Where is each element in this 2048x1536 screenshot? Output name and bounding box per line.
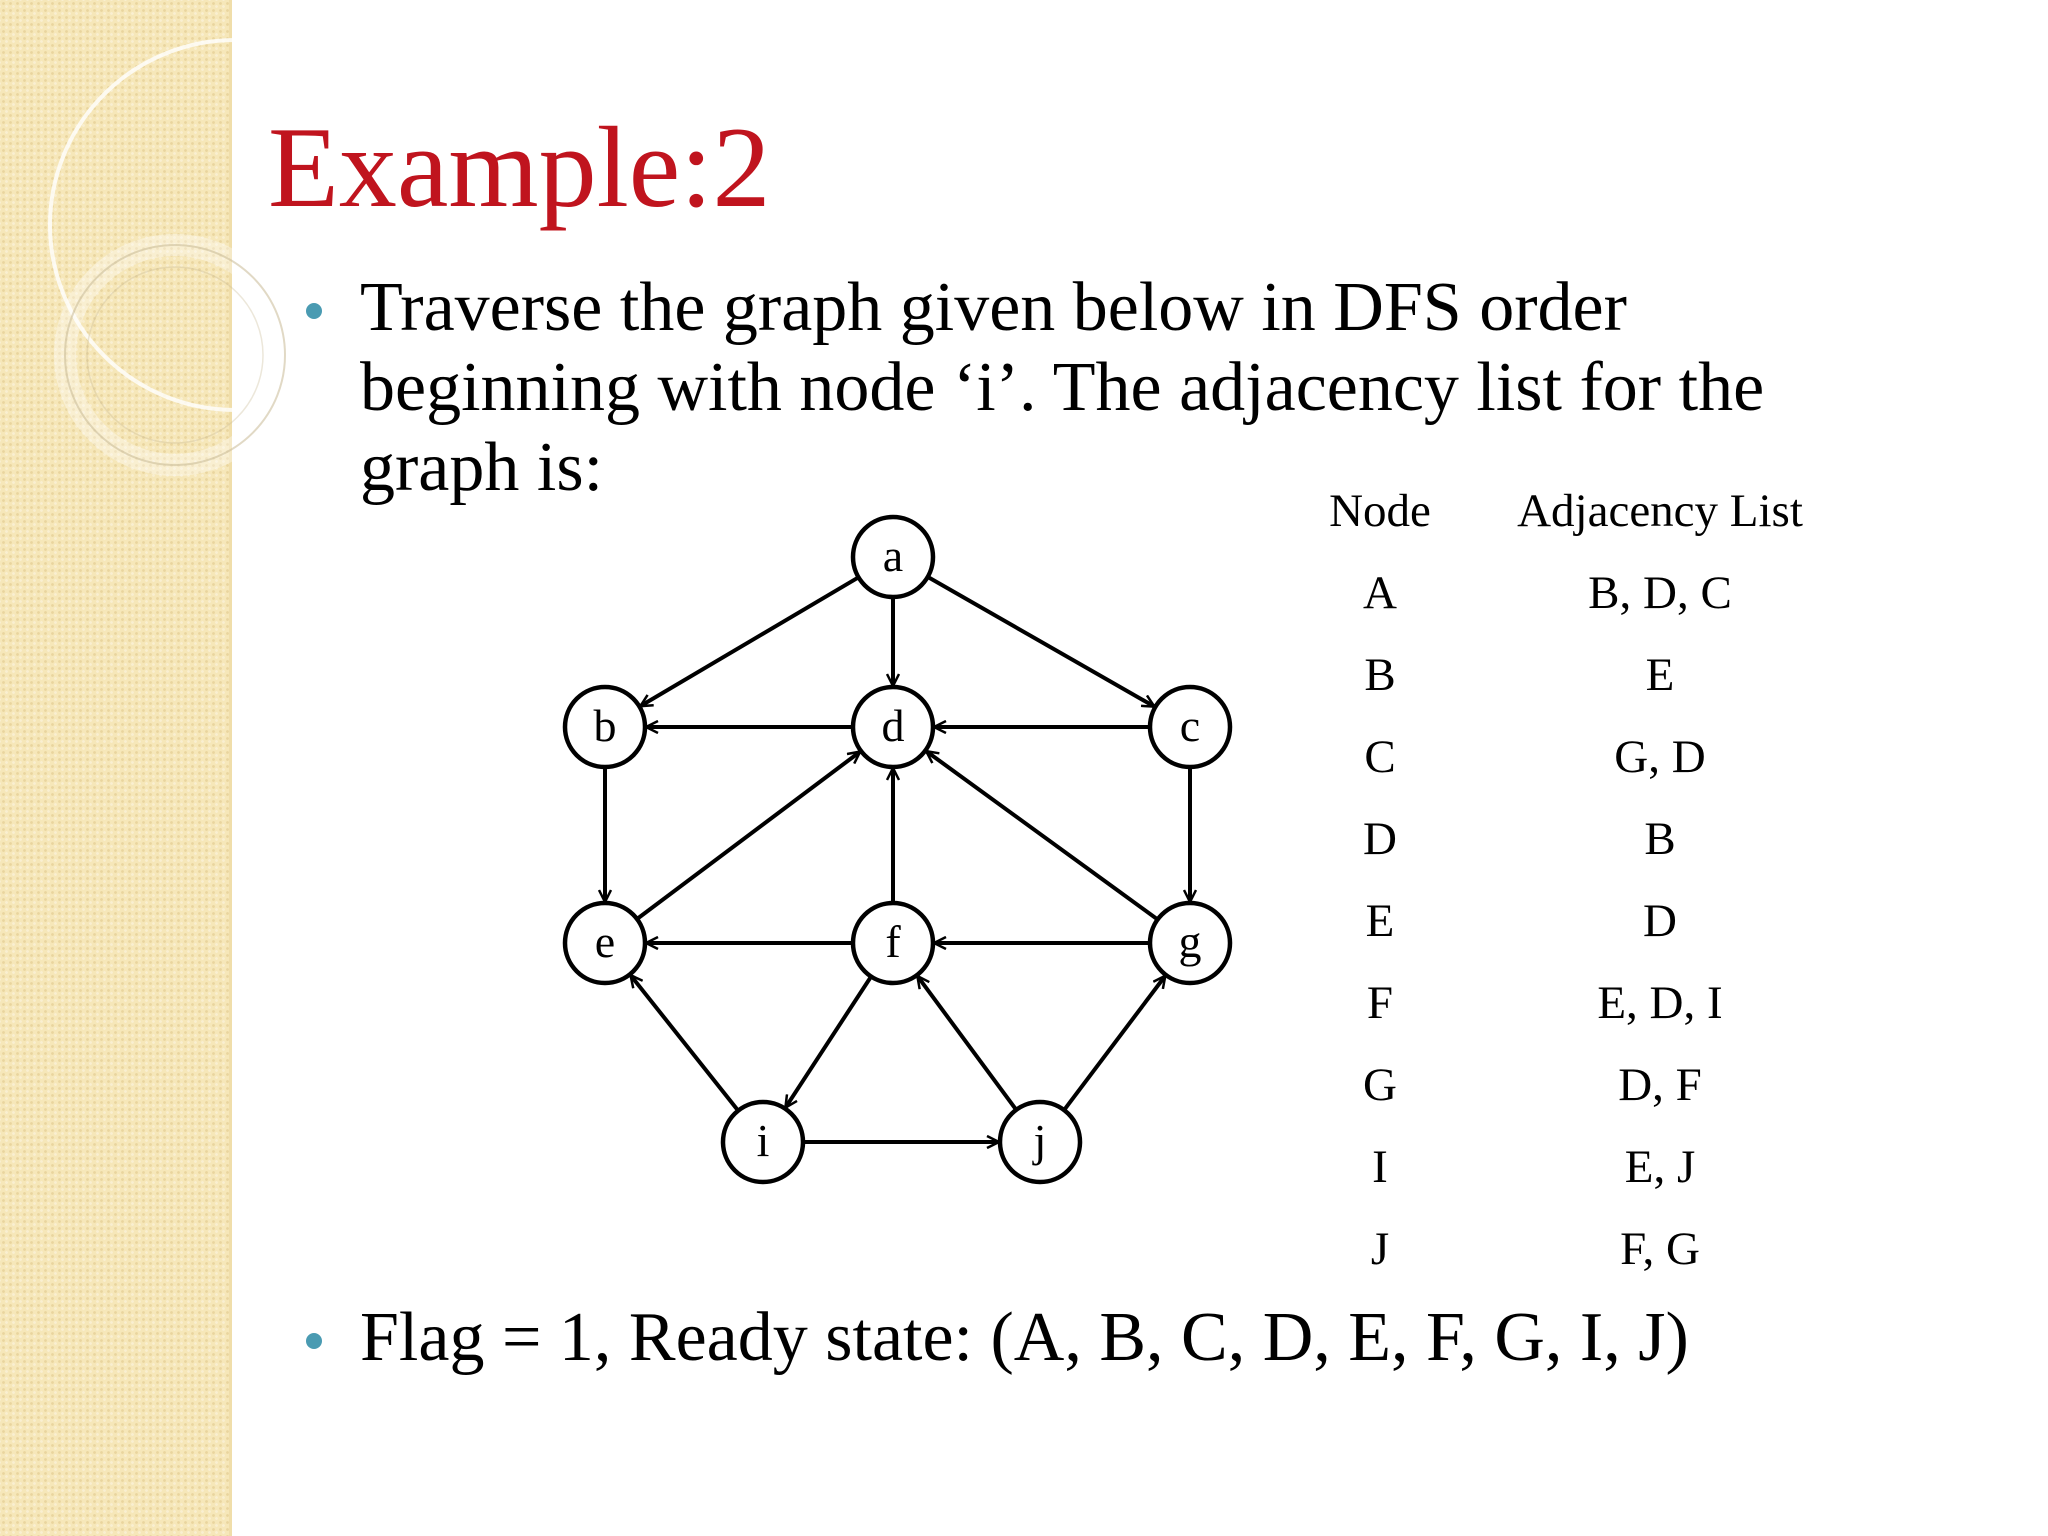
table-row: I E, J [1300,1126,1860,1208]
adjacency-cell: D [1460,880,1860,962]
edge-e-d [637,752,860,919]
adjacency-cell: E, J [1460,1126,1860,1208]
edge-a-b [640,577,858,706]
node-label: g [1179,916,1202,967]
directed-graph: a b c d e f g i j [0,0,1300,1250]
adjacency-cell: B, D, C [1460,552,1860,634]
table-header-row: Node Adjacency List [1300,470,1860,552]
bullet-dot [306,1333,322,1349]
bullet-text-line: Flag = 1, Ready state: (A, B, C, D, E, F… [360,1298,1689,1378]
table-row: G D, F [1300,1044,1860,1126]
graph-node-c: c [1150,687,1230,767]
adjacency-cell: E, D, I [1460,962,1860,1044]
adjacency-cell: E [1460,634,1860,716]
edge-a-c [928,577,1155,707]
node-cell: J [1300,1208,1460,1290]
header-node: Node [1300,470,1460,552]
graph-node-i: i [723,1102,803,1182]
table-row: D B [1300,798,1860,880]
node-label: f [885,916,901,967]
node-cell: B [1300,634,1460,716]
node-cell: C [1300,716,1460,798]
node-cell: D [1300,798,1460,880]
edge-j-g [1064,976,1165,1110]
table-row: B E [1300,634,1860,716]
node-label: c [1180,700,1200,751]
header-adjacency-list: Adjacency List [1460,470,1860,552]
table-row: C G, D [1300,716,1860,798]
edge-j-f [917,976,1016,1110]
graph-node-b: b [565,687,645,767]
edge-g-d [926,751,1157,919]
node-cell: I [1300,1126,1460,1208]
graph-node-e: e [565,903,645,983]
adjacency-cell: B [1460,798,1860,880]
node-label: b [594,700,617,751]
table-row: J F, G [1300,1208,1860,1290]
edge-i-e [630,975,738,1111]
edge-f-i [785,976,871,1107]
node-label: d [882,700,905,751]
adjacency-cell: G, D [1460,716,1860,798]
node-label: i [757,1115,770,1166]
adjacency-cell: D, F [1460,1044,1860,1126]
node-label: a [883,530,903,581]
graph-node-j: j [1000,1102,1080,1182]
node-label: j [1032,1115,1047,1166]
adjacency-cell: F, G [1460,1208,1860,1290]
table-row: F E, D, I [1300,962,1860,1044]
graph-node-g: g [1150,903,1230,983]
table-row: A B, D, C [1300,552,1860,634]
graph-node-f: f [853,903,933,983]
node-cell: F [1300,962,1460,1044]
graph-node-d: d [853,687,933,767]
node-cell: G [1300,1044,1460,1126]
table-row: E D [1300,880,1860,962]
node-cell: E [1300,880,1460,962]
adjacency-table: Node Adjacency List A B, D, C B E C G, D… [1300,470,1860,1290]
graph-node-a: a [853,517,933,597]
node-label: e [595,916,615,967]
node-cell: A [1300,552,1460,634]
